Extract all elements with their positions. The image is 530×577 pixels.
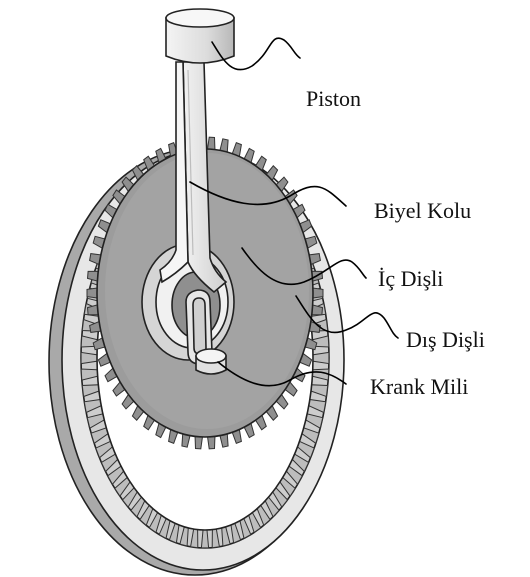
label-piston: Piston (306, 86, 361, 111)
crankshaft-pin (196, 349, 226, 374)
piston (166, 9, 234, 63)
outer-gear-tooth (201, 528, 208, 548)
label-crankshaft: Krank Mili (370, 374, 468, 399)
label-outer-gear: Dış Dişli (406, 327, 485, 352)
label-connecting-rod: Biyel Kolu (374, 198, 471, 223)
label-inner-gear: İç Dişli (378, 266, 443, 291)
